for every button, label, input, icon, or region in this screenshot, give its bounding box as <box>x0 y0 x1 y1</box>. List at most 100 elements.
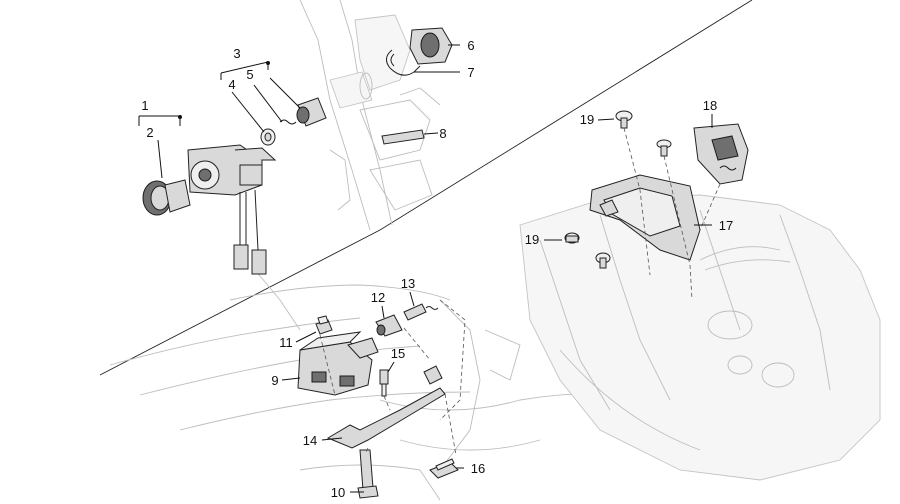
chassis-hole-2 <box>761 362 795 388</box>
chassis-hole-3 <box>727 355 753 375</box>
gasket-strip <box>381 129 425 145</box>
frame-head-block <box>354 14 411 91</box>
callout-3: 3 <box>233 46 240 61</box>
ghost-frame-outlines <box>109 0 881 501</box>
leader-3-dot <box>266 61 270 65</box>
guide-latch <box>699 183 721 231</box>
actuator-top <box>299 331 362 351</box>
leader-15 <box>387 361 395 373</box>
mounting-bracket <box>326 387 446 449</box>
guide-clip <box>444 393 457 456</box>
seat-lock-actuator <box>297 331 379 396</box>
cable-adjuster-spring <box>425 306 439 310</box>
leader-8 <box>423 132 439 135</box>
callout-2: 2 <box>146 125 153 140</box>
screw-lower-shank <box>565 235 579 243</box>
chassis-cable-2 <box>704 259 791 271</box>
callout-12: 12 <box>371 290 385 305</box>
leader-lines <box>138 44 713 493</box>
leader-19-upper <box>597 118 615 121</box>
callout-9: 9 <box>271 373 278 388</box>
bracket-tab <box>423 365 443 385</box>
callout-1: 1 <box>141 98 148 113</box>
leader-1 <box>139 115 181 126</box>
latch-spring <box>719 165 737 171</box>
ignition-connector-block <box>239 164 263 186</box>
callout-19-lower: 19 <box>525 232 539 247</box>
callout-labels: 1 2 3 4 5 6 7 8 9 10 11 12 13 14 15 16 1… <box>141 38 733 500</box>
chassis-seam-1 <box>539 239 611 411</box>
body-panel-curve-2 <box>139 345 421 396</box>
chassis-seam-3 <box>699 209 741 331</box>
frame-curve-a <box>399 87 441 106</box>
spring-clip <box>386 49 421 76</box>
long-bolt-shank <box>359 449 374 491</box>
lock-housing-core <box>420 32 440 58</box>
callout-19-upper: 19 <box>580 112 594 127</box>
guide-nut-to-actuator <box>319 334 336 396</box>
guide-screw-middle <box>663 155 693 301</box>
seat-latch-bracket <box>589 174 701 261</box>
guide-bolt-to-bracket-2 <box>365 447 369 453</box>
callout-17: 17 <box>719 218 733 233</box>
callout-15: 15 <box>391 346 405 361</box>
callout-18: 18 <box>703 98 717 113</box>
body-panel-curve-4 <box>229 284 451 301</box>
callout-7: 7 <box>467 65 474 80</box>
hex-nut-top <box>317 315 329 325</box>
body-panel-curve-3 <box>179 391 471 431</box>
leader-5 <box>253 84 283 123</box>
ignition-lock-center <box>198 168 212 182</box>
guide-screw-upper <box>623 127 651 276</box>
frame-bracket-upper <box>359 99 431 161</box>
divider-lower-left <box>99 229 381 376</box>
spring-clip-inner <box>390 53 395 67</box>
chassis-seam-2 <box>599 214 671 401</box>
lock-tube-ghost <box>329 71 373 109</box>
callout-16: 16 <box>471 461 485 476</box>
seat-lock-face <box>296 106 310 124</box>
actuator-mount-1 <box>311 371 327 383</box>
screw-lower <box>564 232 580 244</box>
body-tab-small <box>484 329 521 381</box>
divider-upper-right <box>379 0 753 231</box>
leader-13 <box>409 291 415 307</box>
screw-bottom-shank <box>599 257 607 269</box>
leader-4 <box>231 91 265 133</box>
screw-middle-shank <box>660 145 668 157</box>
bolt-shank <box>381 383 387 397</box>
callout-13: 13 <box>401 276 415 291</box>
latch-mechanism <box>711 135 739 161</box>
callout-11: 11 <box>279 335 293 350</box>
screw-bottom <box>595 252 611 269</box>
ignition-wire-3 <box>254 189 259 251</box>
callout-10: 10 <box>331 485 345 500</box>
guide-cable-path <box>439 299 466 421</box>
seat-latch <box>693 123 749 185</box>
leader-1-dot <box>178 115 182 119</box>
body-rib-1 <box>254 269 301 331</box>
frame-bracket-lower <box>369 159 433 211</box>
leader-9 <box>281 377 301 381</box>
long-bolt-head <box>357 485 379 499</box>
leader-14 <box>321 437 343 441</box>
cable-clip-top <box>435 458 455 471</box>
chassis-seam-4 <box>779 214 831 391</box>
lock-tube-end <box>359 72 373 100</box>
bolt-head <box>379 369 389 385</box>
body-panel-curve-1 <box>109 317 361 366</box>
cable-adjuster <box>403 303 427 321</box>
washer-hole <box>264 132 272 142</box>
small-spring <box>279 119 297 125</box>
chassis-cable-1 <box>699 246 781 261</box>
callout-6: 6 <box>467 38 474 53</box>
leader-3 <box>220 61 269 74</box>
frame-tube-left-edge <box>299 0 371 231</box>
ignition-plug-1 <box>233 244 249 270</box>
actuator-arm <box>347 337 379 359</box>
seat-lock-cylinder <box>296 97 327 127</box>
body-curve-bottom <box>399 439 541 451</box>
leader-2 <box>157 139 163 179</box>
